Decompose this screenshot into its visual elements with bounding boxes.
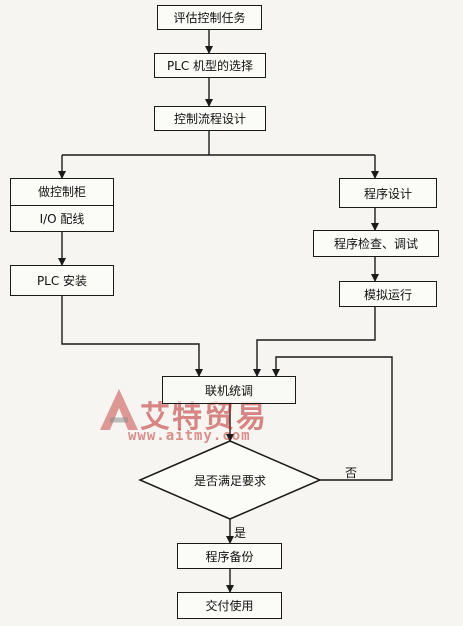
node-program-check: 程序检查、调试 [313,230,439,257]
node-io-wiring-label: I/O 配线 [11,204,113,232]
node-evaluate-label: 评估控制任务 [173,11,246,25]
node-deliver-label: 交付使用 [205,599,254,613]
node-plc-install-label: PLC 安装 [36,274,88,288]
node-plc-model: PLC 机型的选择 [154,53,266,78]
node-cabinet-io: 做控制柜 I/O 配线 [10,178,114,232]
node-joint-debug: 联机统调 [162,376,296,404]
node-evaluate: 评估控制任务 [157,5,262,30]
node-backup: 程序备份 [177,543,282,569]
node-program-design-label: 程序设计 [363,186,412,201]
node-simulate-label: 模拟运行 [363,287,412,302]
node-plc-model-label: PLC 机型的选择 [166,59,254,73]
node-backup-label: 程序备份 [205,549,254,564]
node-joint-debug-label: 联机统调 [204,383,253,398]
node-flow-design: 控制流程设计 [154,106,266,131]
watermark-brand: 艾特贸易 [140,400,268,435]
node-deliver: 交付使用 [177,592,282,619]
node-simulate: 模拟运行 [339,281,437,307]
node-program-check-label: 程序检查、调试 [333,237,418,251]
node-program-design: 程序设计 [339,178,437,208]
edge-install-joint [61,296,203,377]
edge-decision-no [272,356,393,481]
node-plc-install: PLC 安装 [10,265,114,296]
node-flow-design-label: 控制流程设计 [173,112,246,126]
node-decision-label: 是否满足要求 [193,473,266,488]
watermark-url: www.aitmy.com [128,428,251,444]
node-cabinet-label: 做控制柜 [37,185,86,200]
edge-label-yes: 是 [234,526,247,540]
edge-simulate-joint [253,307,376,377]
edge-label-no: 否 [345,466,358,480]
watermark-logo-icon [100,389,138,430]
decision-diamond [138,440,322,520]
